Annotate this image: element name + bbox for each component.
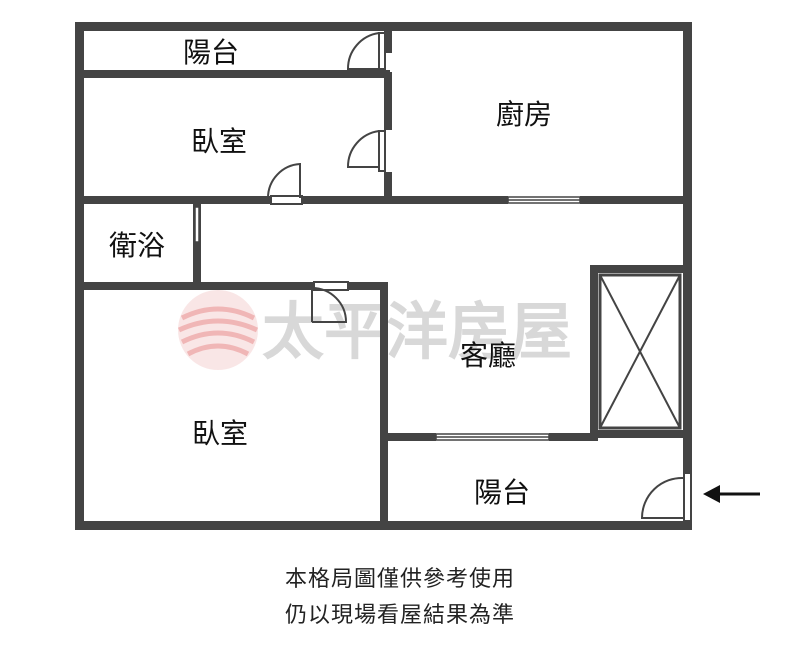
room-label-balcony-top: 陽台 [183,36,239,69]
entrance-arrow-icon [703,485,760,503]
logo-circle-icon [177,290,259,370]
watermark-text: 太平洋房屋 [262,295,572,368]
disclaimer-line-1: 本格局圖僅供參考使用 [284,567,515,592]
room-label-bedroom-bottom: 臥室 [192,417,248,450]
room-label-balcony-bottom: 陽台 [474,476,530,509]
disclaimer-line-2: 仍以現場看屋結果為準 [284,603,515,628]
window-icon [194,196,581,441]
entrance-jamb [683,472,692,474]
room-label-bathroom: 衛浴 [109,229,165,262]
door-swing-icon [266,32,692,522]
watermark: 太平洋房屋 [177,290,572,370]
room-label-bedroom-top: 臥室 [191,125,247,158]
stairwell-cross-icon [598,273,682,430]
room-label-living-room: 客廳 [460,339,516,372]
room-label-kitchen: 廚房 [496,98,552,131]
walls [75,22,692,530]
